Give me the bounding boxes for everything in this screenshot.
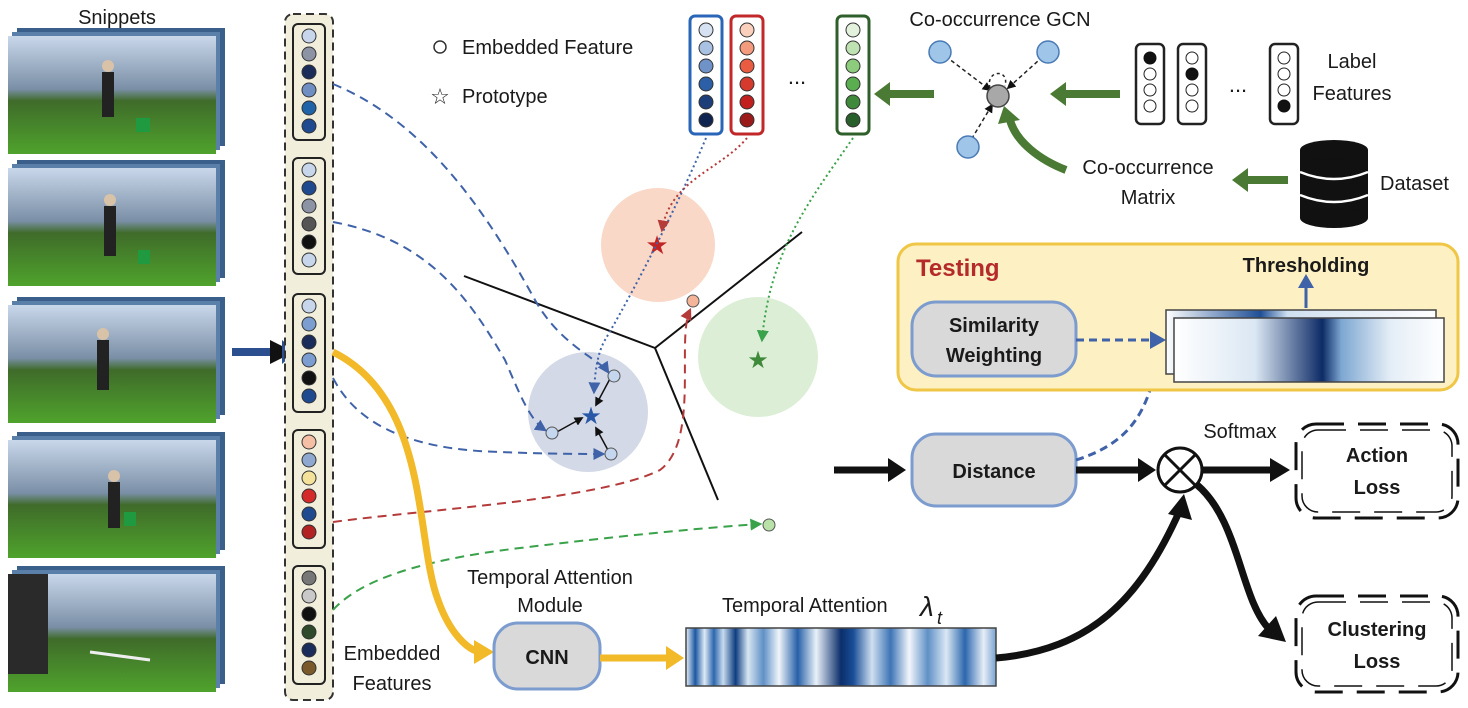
vector-ellipsis: ...: [788, 64, 806, 89]
action-loss-line1: Action: [1346, 445, 1408, 467]
boundary-line-2: [654, 231, 803, 349]
label-features-vectors: [1134, 42, 1300, 126]
cooccurrence-matrix-line1: Co-occurrence: [1082, 157, 1213, 179]
label-features-line2: Features: [1313, 83, 1392, 105]
multiply-to-action-loss-arrowhead: [1270, 458, 1290, 482]
lambda-subscript: t: [937, 608, 943, 628]
snippet-frame-4: [8, 432, 225, 558]
gcn-node-1: [928, 40, 952, 64]
label-features-ellipsis: ...: [1229, 72, 1247, 97]
snippet-frame-3: [8, 297, 225, 423]
embedded-features-label-line1: Embedded: [344, 643, 441, 665]
clustering-loss-line2: Loss: [1354, 651, 1401, 673]
input-to-distance-arrowhead: [888, 458, 906, 482]
feature-vector-3: [292, 293, 326, 413]
action-loss-box: [1294, 422, 1460, 520]
attention-to-multiply-arrow: [995, 508, 1184, 662]
similarity-line1: Similarity: [949, 315, 1040, 337]
snippet-frames: [8, 28, 225, 692]
gcn-node-2: [1036, 40, 1060, 64]
multiply-to-clustering-loss-arrow: [1193, 481, 1273, 633]
clustering-loss-box: [1294, 594, 1460, 694]
attention-to-multiply-arrowhead: [1168, 494, 1192, 520]
blue-cluster: [528, 352, 648, 472]
testing-heatmap-front: [1173, 317, 1445, 383]
snippets-label: Snippets: [78, 7, 156, 29]
cooccurrence-gcn-title: Co-occurrence GCN: [909, 9, 1090, 31]
tam-title-line1: Temporal Attention: [467, 567, 633, 589]
multiply-icon-stroke-2: [1163, 453, 1197, 487]
distance-label: Distance: [952, 461, 1035, 483]
distance-to-multiply-arrowhead: [1138, 458, 1156, 482]
red-cluster: [601, 188, 715, 302]
label-embedding-red: [729, 14, 765, 136]
cnn-to-attention-arrowhead: [666, 646, 684, 670]
similarity-line2: Weighting: [946, 345, 1042, 367]
embedded-feature-legend-icon: [433, 40, 447, 54]
label-embedding-green: [835, 14, 871, 136]
feature-to-cnn-arrowhead: [474, 640, 494, 664]
snippet-frame-1: [8, 28, 225, 154]
embedding-space: ★ ★ ★: [463, 188, 818, 532]
feature-vector-2: [292, 157, 326, 275]
feature-projection-paths: [332, 83, 854, 611]
gcn-center-node: [986, 84, 1010, 108]
legend-prototype: Prototype: [462, 86, 548, 108]
label-features-line1: Label: [1328, 51, 1377, 73]
embedded-point-3: [604, 447, 618, 461]
temporal-attention-label: Temporal Attention: [722, 595, 888, 617]
lambda-symbol: λ: [918, 591, 934, 622]
green-flow-arrows: [874, 82, 1288, 192]
embedded-point-2: [607, 369, 621, 383]
snippet-frame-2: [8, 160, 225, 286]
similarity-to-heatmap-arrowhead: [1150, 331, 1166, 349]
embedded-point-1: [545, 426, 559, 440]
heatmap-to-thresholding-arrowhead: [1298, 274, 1314, 288]
temporal-attention-heatmap: [685, 627, 997, 687]
embedded-features-label-line2: Features: [353, 673, 432, 695]
tam-title-line2: Module: [517, 595, 583, 617]
embedded-point-4: [686, 294, 700, 308]
feature-vector-4: [292, 429, 326, 549]
gcn-node-3: [956, 135, 980, 159]
feature-to-cnn-arrow: [331, 348, 481, 656]
testing-title: Testing: [916, 255, 1000, 282]
feature-vector-1: [292, 23, 326, 141]
green-prototype-star: ★: [747, 347, 769, 374]
prototype-legend-icon: ☆: [430, 84, 450, 109]
legend-embedded-feature: Embedded Feature: [462, 37, 633, 59]
action-loss-line2: Loss: [1354, 477, 1401, 499]
dataset-label: Dataset: [1380, 173, 1449, 195]
cooccurrence-matrix-line2: Matrix: [1121, 187, 1175, 209]
cnn-label: CNN: [525, 647, 568, 669]
multiply-to-clustering-loss-arrowhead: [1258, 616, 1286, 642]
label-embedding-blue: [688, 14, 724, 136]
boundary-line-3: [654, 347, 719, 501]
embedded-point-5: [762, 518, 776, 532]
softmax-label: Softmax: [1203, 421, 1276, 443]
blue-prototype-star: ★: [580, 403, 602, 430]
boundary-line-1: [463, 275, 656, 349]
gcn-graph: [928, 40, 1060, 159]
dataset-icon: [1299, 140, 1369, 228]
red-prototype-star: ★: [645, 230, 668, 260]
feature-vector-group: [292, 23, 326, 685]
green-cluster: [698, 297, 818, 417]
feature-vector-5: [292, 565, 326, 685]
snippet-frame-5: [8, 566, 225, 692]
thresholding-label: Thresholding: [1243, 255, 1370, 277]
clustering-loss-line1: Clustering: [1328, 619, 1427, 641]
